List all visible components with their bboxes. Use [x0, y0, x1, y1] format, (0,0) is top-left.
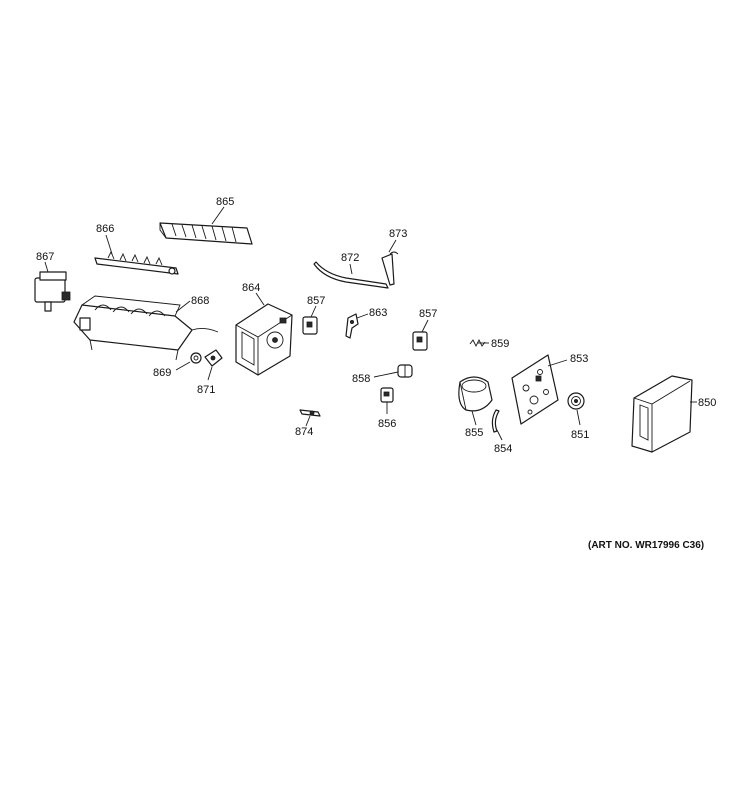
callout-874: 874	[295, 426, 313, 438]
leader-864	[255, 292, 265, 306]
leader-851	[576, 409, 581, 426]
callout-865: 865	[216, 196, 234, 208]
leader-866	[105, 234, 113, 255]
part-869-clip[interactable]	[190, 352, 202, 364]
part-863-bracket[interactable]	[345, 313, 359, 339]
part-857-switch-right[interactable]	[412, 331, 428, 351]
callout-855: 855	[465, 427, 483, 439]
part-857-switch-left[interactable]	[302, 316, 318, 335]
part-866-ejector[interactable]	[94, 250, 179, 275]
callout-853: 853	[570, 353, 588, 365]
callout-872: 872	[341, 252, 359, 264]
callout-850: 850	[698, 397, 716, 409]
part-858-thermostat[interactable]	[397, 364, 413, 378]
leader-853	[547, 359, 568, 367]
part-864-housing[interactable]	[235, 303, 293, 376]
part-871-cam[interactable]	[204, 349, 223, 367]
part-859-spring[interactable]	[469, 338, 486, 348]
part-855-motor[interactable]	[458, 376, 493, 412]
callout-864: 864	[242, 282, 260, 294]
part-850-cover[interactable]	[631, 375, 693, 453]
leader-871	[207, 366, 213, 381]
leader-865	[211, 206, 225, 225]
part-853-mounting-plate[interactable]	[511, 354, 559, 425]
leader-858	[373, 371, 399, 378]
art-number-note: (ART NO. WR17996 C36)	[588, 540, 705, 551]
part-865-stripper[interactable]	[159, 222, 253, 245]
leader-857b	[421, 319, 429, 333]
leader-873	[388, 239, 397, 253]
part-851-gear[interactable]	[567, 392, 585, 410]
callout-854: 854	[494, 443, 512, 455]
part-874-fill-tube-heater[interactable]	[299, 409, 321, 417]
callout-857b: 857	[419, 308, 437, 320]
callout-871: 871	[197, 384, 215, 396]
part-868-mold[interactable]	[73, 295, 219, 361]
part-873-shutoff-arm[interactable]	[381, 251, 399, 286]
callout-858: 858	[352, 373, 370, 385]
leader-857a	[310, 305, 317, 318]
callout-863: 863	[369, 307, 387, 319]
callout-851: 851	[571, 429, 589, 441]
leader-869	[175, 361, 191, 371]
callout-873: 873	[389, 228, 407, 240]
callout-868: 868	[191, 295, 209, 307]
callout-857a: 857	[307, 295, 325, 307]
callout-866: 866	[96, 223, 114, 235]
part-856-connector[interactable]	[380, 387, 394, 403]
leader-874	[305, 415, 311, 427]
callout-869: 869	[153, 367, 171, 379]
callout-856: 856	[378, 418, 396, 430]
leader-868	[175, 300, 191, 313]
part-867-valve[interactable]	[34, 271, 71, 312]
leader-867	[44, 261, 49, 273]
callout-859: 859	[491, 338, 509, 350]
callout-867: 867	[36, 251, 54, 263]
leader-855	[471, 410, 477, 426]
leader-863	[356, 313, 369, 319]
part-854-gear-shaft[interactable]	[491, 409, 500, 433]
part-872-feeler-arm[interactable]	[313, 261, 389, 289]
leader-872	[349, 263, 353, 275]
leader-854	[496, 429, 503, 441]
